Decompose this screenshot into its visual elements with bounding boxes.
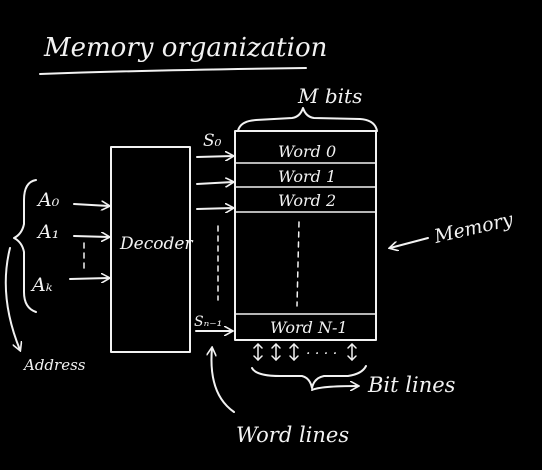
- width-label: M bits: [297, 84, 362, 108]
- bit-lines-brace: [251, 365, 367, 389]
- word-row-label: Word 0: [278, 142, 336, 161]
- memory-label-arrow: [390, 237, 429, 248]
- address-input-label: A₀: [36, 189, 60, 211]
- bit-line-arrowhead: [253, 343, 263, 361]
- decoder-label: Decoder: [119, 234, 193, 254]
- address-input-arrow: [73, 204, 109, 206]
- address-input-label: Aₖ: [30, 274, 53, 296]
- word-line-arrow: [196, 208, 233, 209]
- word-line-arrow: [196, 182, 233, 184]
- address-input-arrow: [69, 278, 109, 279]
- word-lines-label: Word lines: [236, 423, 349, 447]
- title-underline: [39, 67, 307, 75]
- bit-line-arrowhead: [289, 343, 299, 361]
- address-input-arrow: [73, 236, 109, 237]
- word-lines-arrow: [211, 348, 235, 413]
- word-row-label: Word 1: [278, 167, 336, 186]
- bit-line-arrowhead: [347, 343, 357, 361]
- decoder-box: [110, 146, 191, 353]
- bit-line-dots: · · · ·: [306, 346, 337, 362]
- memory-array: [234, 130, 377, 341]
- address-arrow: [4, 247, 20, 350]
- word-line-arrow: [196, 156, 233, 157]
- width-brace: [237, 107, 378, 132]
- bit-line-arrowhead: [271, 343, 281, 361]
- word-row-label: Word N-1: [270, 318, 348, 337]
- memory-label: Memory: [431, 208, 515, 248]
- word-row-label: Word 2: [278, 191, 336, 210]
- select-label-last: Sₙ₋₁: [194, 314, 222, 330]
- address-input-label: A₁: [36, 221, 59, 243]
- address-brace: [13, 179, 37, 313]
- bit-lines-arrow: [311, 386, 358, 390]
- select-label-first: S₀: [203, 131, 222, 151]
- ellipsis-line: [296, 221, 300, 307]
- bit-lines-label: Bit lines: [367, 373, 456, 397]
- address-label: Address: [22, 356, 86, 374]
- diagram-title: Memory organization: [43, 33, 327, 63]
